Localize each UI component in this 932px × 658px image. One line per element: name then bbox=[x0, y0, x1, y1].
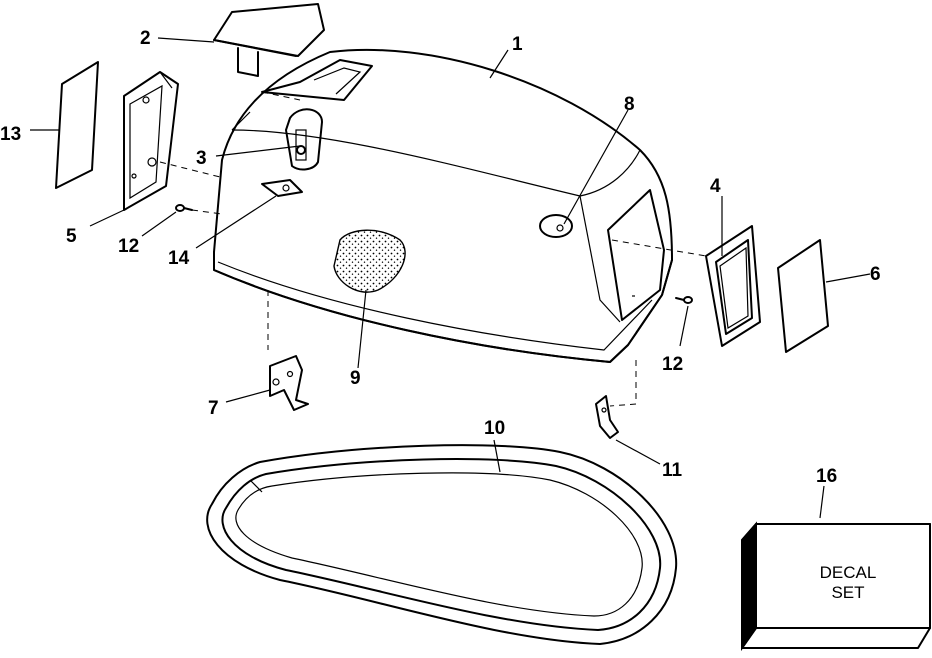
side-plate-part-5 bbox=[123, 71, 179, 211]
plate-part-13 bbox=[55, 61, 99, 189]
callout-3: 3 bbox=[196, 148, 207, 169]
window-frame-part-4 bbox=[705, 225, 761, 347]
callout-labels: 1 2 3 4 5 6 7 8 9 10 11 12 12 13 14 16 bbox=[0, 28, 881, 487]
screw-part-12-left bbox=[175, 204, 193, 212]
callout-4: 4 bbox=[710, 176, 721, 197]
bracket-part-7 bbox=[269, 355, 309, 411]
clip-part-14 bbox=[261, 179, 303, 197]
decal-label-line1: DECAL bbox=[820, 563, 877, 582]
foam-patch-part-9 bbox=[333, 229, 406, 293]
seal-ring-part-10 bbox=[206, 444, 678, 645]
callout-1: 1 bbox=[512, 34, 523, 55]
callout-6: 6 bbox=[870, 264, 881, 285]
window-lens-part-6 bbox=[777, 239, 829, 353]
grommet-part-8 bbox=[539, 214, 573, 238]
cap-part-2 bbox=[213, 3, 325, 77]
callout-8: 8 bbox=[624, 94, 635, 115]
assembly-dashed-lines bbox=[159, 91, 707, 407]
callout-7: 7 bbox=[208, 398, 219, 419]
bracket-part-11 bbox=[595, 395, 619, 439]
callout-11: 11 bbox=[662, 460, 683, 481]
callout-9: 9 bbox=[350, 368, 361, 389]
decal-set-box-part-16: DECAL SET bbox=[741, 521, 931, 652]
leader-lines bbox=[30, 37, 871, 519]
latch-bracket-part-3 bbox=[285, 108, 323, 171]
callout-12-right: 12 bbox=[662, 354, 683, 375]
decal-label-line2: SET bbox=[831, 583, 864, 602]
callout-14: 14 bbox=[168, 248, 190, 269]
callout-5: 5 bbox=[66, 226, 77, 247]
callout-16: 16 bbox=[816, 466, 837, 487]
motor-cover-part-1 bbox=[213, 48, 673, 363]
screw-part-12-right bbox=[675, 296, 693, 304]
callout-13: 13 bbox=[0, 124, 21, 145]
callout-12-left: 12 bbox=[118, 236, 139, 257]
callout-10: 10 bbox=[484, 418, 505, 439]
callout-2: 2 bbox=[140, 28, 151, 49]
